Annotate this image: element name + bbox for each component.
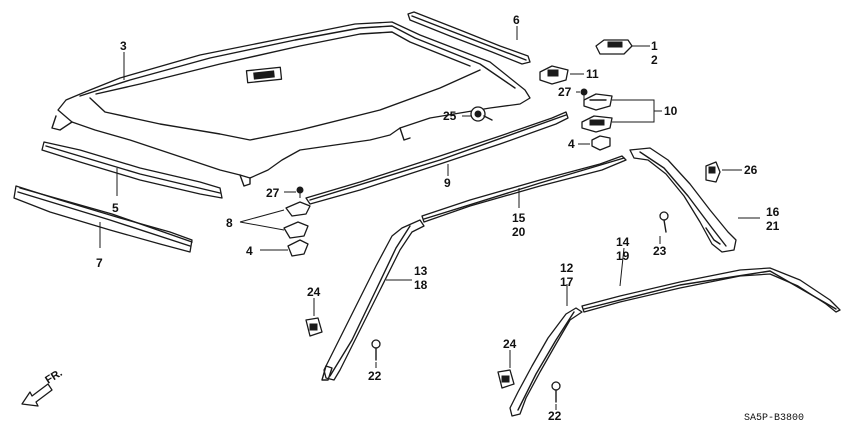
label-4-left: 4 (246, 244, 253, 258)
label-7: 7 (96, 256, 103, 270)
label-27-upper: 27 (558, 85, 572, 99)
front-direction-indicator: FR. (21, 367, 65, 407)
clip-8-lower (283, 221, 309, 239)
label-26: 26 (744, 163, 758, 177)
label-15: 15 (512, 211, 526, 225)
label-1: 1 (651, 39, 658, 53)
label-2: 2 (651, 53, 658, 67)
label-10: 10 (664, 104, 678, 118)
label-12: 12 (560, 261, 574, 275)
clip-10-lower (581, 115, 613, 133)
label-19: 19 (616, 249, 630, 263)
clip-11 (539, 65, 569, 85)
label-18: 18 (414, 278, 428, 292)
fastener-25 (470, 106, 493, 122)
label-6: 6 (513, 13, 520, 27)
screw-22-left (371, 339, 381, 361)
pillar-molding-13 (321, 219, 425, 381)
molding-7 (13, 185, 193, 253)
front-label: FR. (43, 367, 64, 387)
clip-24-right (497, 369, 515, 389)
label-20: 20 (512, 225, 526, 239)
clip-8-upper (285, 201, 311, 217)
screw-27-left (296, 186, 304, 198)
molding-9 (305, 111, 569, 205)
clip-4-right (591, 135, 611, 151)
label-8: 8 (226, 216, 233, 230)
clip-4-left (287, 239, 309, 257)
diagram-code: SA5P-B3800 (744, 413, 804, 424)
clip-24-left (305, 317, 323, 337)
label-23: 23 (653, 244, 667, 258)
pillar-molding-12 (509, 307, 583, 417)
clip-10-upper (583, 93, 613, 111)
label-25: 25 (443, 109, 457, 123)
label-4-right: 4 (568, 137, 575, 151)
label-24-left: 24 (307, 285, 321, 299)
label-27-left: 27 (266, 186, 280, 200)
label-13: 13 (414, 264, 428, 278)
molding-5 (41, 141, 223, 199)
molding-15 (421, 155, 627, 223)
screw-23 (659, 211, 669, 233)
label-17: 17 (560, 275, 574, 289)
label-9: 9 (444, 176, 451, 190)
label-5: 5 (112, 201, 119, 215)
label-3: 3 (120, 39, 127, 53)
front-arrow-icon (21, 383, 53, 407)
screw-27-upper (580, 88, 588, 100)
label-22-right: 22 (548, 409, 562, 423)
drip-strip-6 (407, 11, 531, 65)
label-24-right: 24 (503, 337, 517, 351)
molding-14 (581, 267, 841, 313)
leader-lines (99, 26, 760, 410)
rear-molding-16 (629, 147, 737, 253)
label-21: 21 (766, 219, 780, 233)
label-14: 14 (616, 235, 630, 249)
screw-22-right (551, 381, 561, 403)
clip-1 (595, 39, 633, 55)
clip-26 (705, 161, 721, 183)
callout-labels: 3 6 1 2 11 27 10 4 25 26 16 21 23 14 19 … (96, 13, 780, 423)
roof-panel (51, 21, 531, 187)
label-11: 11 (586, 67, 599, 81)
label-22-left: 22 (368, 369, 382, 383)
label-16: 16 (766, 205, 780, 219)
